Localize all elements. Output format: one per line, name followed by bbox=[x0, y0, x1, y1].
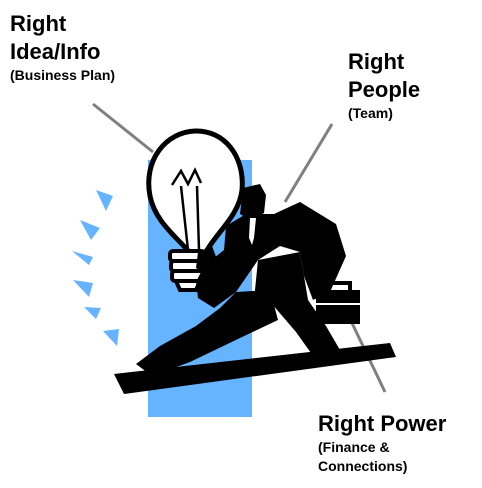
light-rays bbox=[72, 190, 119, 346]
label-right-people-line1: Right bbox=[348, 49, 405, 74]
bulb-base bbox=[168, 249, 206, 292]
label-right-idea-line2: Idea/Info bbox=[10, 39, 101, 64]
label-right-power-line1: Right Power bbox=[318, 411, 447, 436]
label-right-people: Right People (Team) bbox=[348, 48, 420, 123]
ramp bbox=[114, 343, 396, 394]
label-right-power-sub2: Connections) bbox=[318, 458, 408, 474]
briefcase-icon bbox=[316, 281, 360, 324]
label-right-idea-sub: (Business Plan) bbox=[10, 67, 116, 83]
label-right-idea: Right Idea/Info (Business Plan) bbox=[10, 10, 115, 85]
tie bbox=[249, 218, 256, 245]
label-right-power-sub1: (Finance & bbox=[318, 439, 390, 455]
label-right-people-sub: (Team) bbox=[348, 105, 393, 121]
label-right-idea-line1: Right bbox=[10, 11, 67, 36]
label-right-people-line2: People bbox=[348, 77, 421, 102]
businessman-silhouette-icon bbox=[136, 184, 346, 376]
light-bulb-icon bbox=[146, 128, 245, 292]
label-right-power: Right Power (Finance & Connections) bbox=[318, 410, 446, 476]
